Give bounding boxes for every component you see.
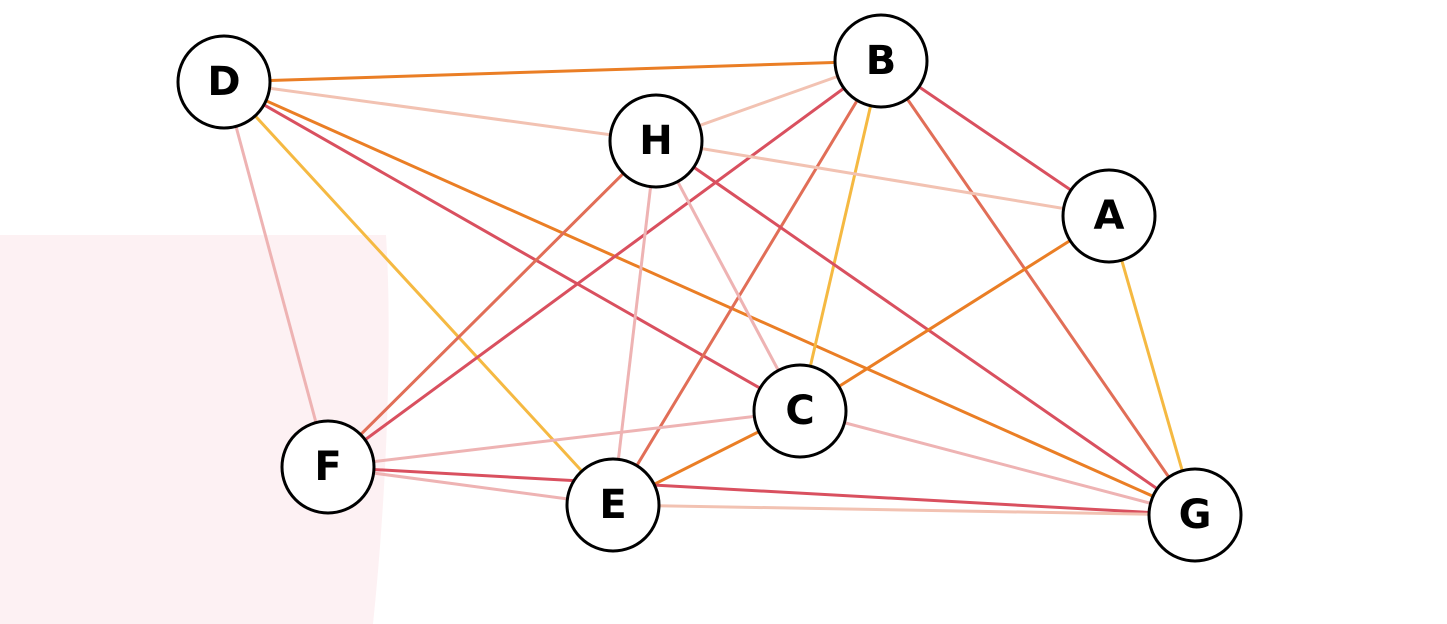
edge-d-f bbox=[222, 81, 330, 468]
edge-h-e bbox=[611, 140, 658, 506]
node-h: H bbox=[608, 93, 704, 189]
node-d: D bbox=[176, 34, 272, 130]
edge-b-e bbox=[611, 60, 883, 506]
node-a: A bbox=[1061, 168, 1157, 264]
edge-f-e bbox=[327, 465, 614, 507]
edge-d-g bbox=[223, 80, 1196, 517]
node-circle bbox=[833, 13, 929, 109]
edge-e-g bbox=[612, 503, 1196, 517]
node-circle bbox=[176, 34, 272, 130]
node-circle bbox=[1147, 467, 1243, 563]
node-circle bbox=[752, 363, 848, 459]
node-b: B bbox=[833, 13, 929, 109]
node-label: F bbox=[314, 444, 341, 490]
edge-h-c bbox=[654, 140, 802, 412]
node-g: G bbox=[1147, 467, 1243, 563]
node-label: H bbox=[639, 118, 672, 164]
edge-c-f bbox=[327, 409, 801, 469]
edge-b-f bbox=[327, 59, 882, 469]
node-circle bbox=[1061, 168, 1157, 264]
node-label: A bbox=[1094, 193, 1125, 239]
node-circle bbox=[565, 457, 661, 553]
node-label: C bbox=[785, 388, 814, 434]
edges-layer bbox=[222, 59, 1197, 517]
edge-b-c bbox=[798, 60, 883, 412]
edge-d-b bbox=[223, 59, 882, 84]
edge-b-g bbox=[879, 60, 1197, 516]
edge-a-g bbox=[1107, 215, 1197, 516]
edge-d-e bbox=[222, 80, 615, 507]
node-circle bbox=[280, 419, 376, 515]
node-label: E bbox=[599, 482, 626, 528]
edge-h-g bbox=[655, 139, 1196, 517]
edge-c-g bbox=[799, 409, 1196, 517]
node-label: B bbox=[866, 38, 897, 84]
edge-h-f bbox=[326, 139, 658, 469]
node-f: F bbox=[280, 419, 376, 515]
node-c: C bbox=[752, 363, 848, 459]
edge-a-c bbox=[799, 214, 1110, 413]
edge-d-h bbox=[223, 80, 657, 143]
node-label: D bbox=[207, 59, 240, 105]
edge-h-a bbox=[655, 139, 1110, 218]
edge-f-g bbox=[327, 465, 1196, 517]
node-circle bbox=[608, 93, 704, 189]
node-label: G bbox=[1179, 492, 1212, 538]
nodes-layer: D B H A C F E G bbox=[176, 13, 1243, 563]
node-e: E bbox=[565, 457, 661, 553]
